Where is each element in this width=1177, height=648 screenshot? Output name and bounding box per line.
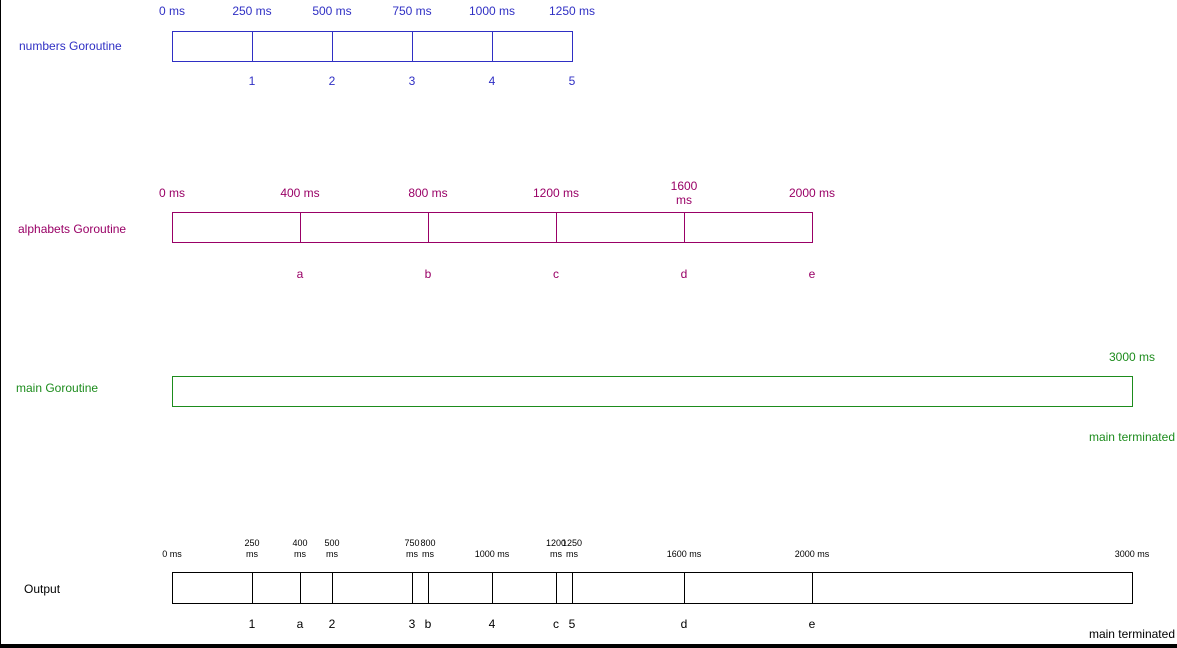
tick-label-main-0: 3000 ms (1109, 350, 1155, 364)
tick-label-output-10: 2000 ms (795, 549, 830, 559)
event-label-numbers-2: 3 (409, 74, 416, 88)
lane-label-alphabets: alphabets Goroutine (18, 222, 126, 236)
event-label-output-1: a (297, 617, 304, 631)
event-label-output-3: 3 (409, 617, 416, 631)
tick-label-numbers-2: 500 ms (312, 4, 351, 18)
lane-box-main (172, 376, 1133, 407)
tick-label-alphabets-1: 400 ms (280, 186, 319, 200)
event-label-output-2: 2 (329, 617, 336, 631)
lane-box-numbers (172, 31, 573, 62)
note-output: main terminated (1089, 627, 1175, 641)
event-label-output-6: c (553, 617, 559, 631)
tick-label-alphabets-3: 1200 ms (533, 186, 579, 200)
event-label-alphabets-1: b (425, 267, 432, 281)
lane-label-numbers: numbers Goroutine (19, 39, 122, 53)
event-label-numbers-3: 4 (489, 74, 496, 88)
event-label-alphabets-0: a (297, 267, 304, 281)
lane-label-output: Output (24, 582, 61, 596)
event-label-output-9: e (809, 617, 816, 631)
lane-label-main: main Goroutine (16, 381, 98, 395)
event-label-numbers-1: 2 (329, 74, 336, 88)
lane-box-alphabets (172, 212, 813, 243)
event-label-output-5: 4 (489, 617, 496, 631)
tick-label-numbers-4: 1000 ms (469, 4, 515, 18)
note-main: main terminated (1089, 430, 1175, 444)
event-label-numbers-0: 1 (249, 74, 256, 88)
tick-label-output-9: 1600 ms (667, 549, 702, 559)
event-label-alphabets-4: e (809, 267, 816, 281)
tick-label-alphabets-2: 800 ms (408, 186, 447, 200)
event-label-alphabets-3: d (681, 267, 688, 281)
tick-label-output-6: 1000 ms (475, 549, 510, 559)
event-label-numbers-4: 5 (569, 74, 576, 88)
tick-label-numbers-3: 750 ms (392, 4, 431, 18)
event-label-output-0: 1 (249, 617, 256, 631)
lane-box-output (172, 572, 1133, 604)
bottom-border (0, 644, 1177, 648)
event-label-output-7: 5 (569, 617, 576, 631)
event-label-output-8: d (681, 617, 688, 631)
left-border (0, 0, 1, 648)
event-label-alphabets-2: c (553, 267, 559, 281)
event-label-output-4: b (425, 617, 432, 631)
tick-label-numbers-0: 0 ms (159, 4, 185, 18)
tick-label-output-0: 0 ms (162, 549, 182, 559)
tick-label-alphabets-5: 2000 ms (789, 186, 835, 200)
tick-label-output-11: 3000 ms (1115, 549, 1150, 559)
tick-label-alphabets-0: 0 ms (159, 186, 185, 200)
tick-label-numbers-5: 1250 ms (549, 4, 595, 18)
tick-label-numbers-1: 250 ms (232, 4, 271, 18)
